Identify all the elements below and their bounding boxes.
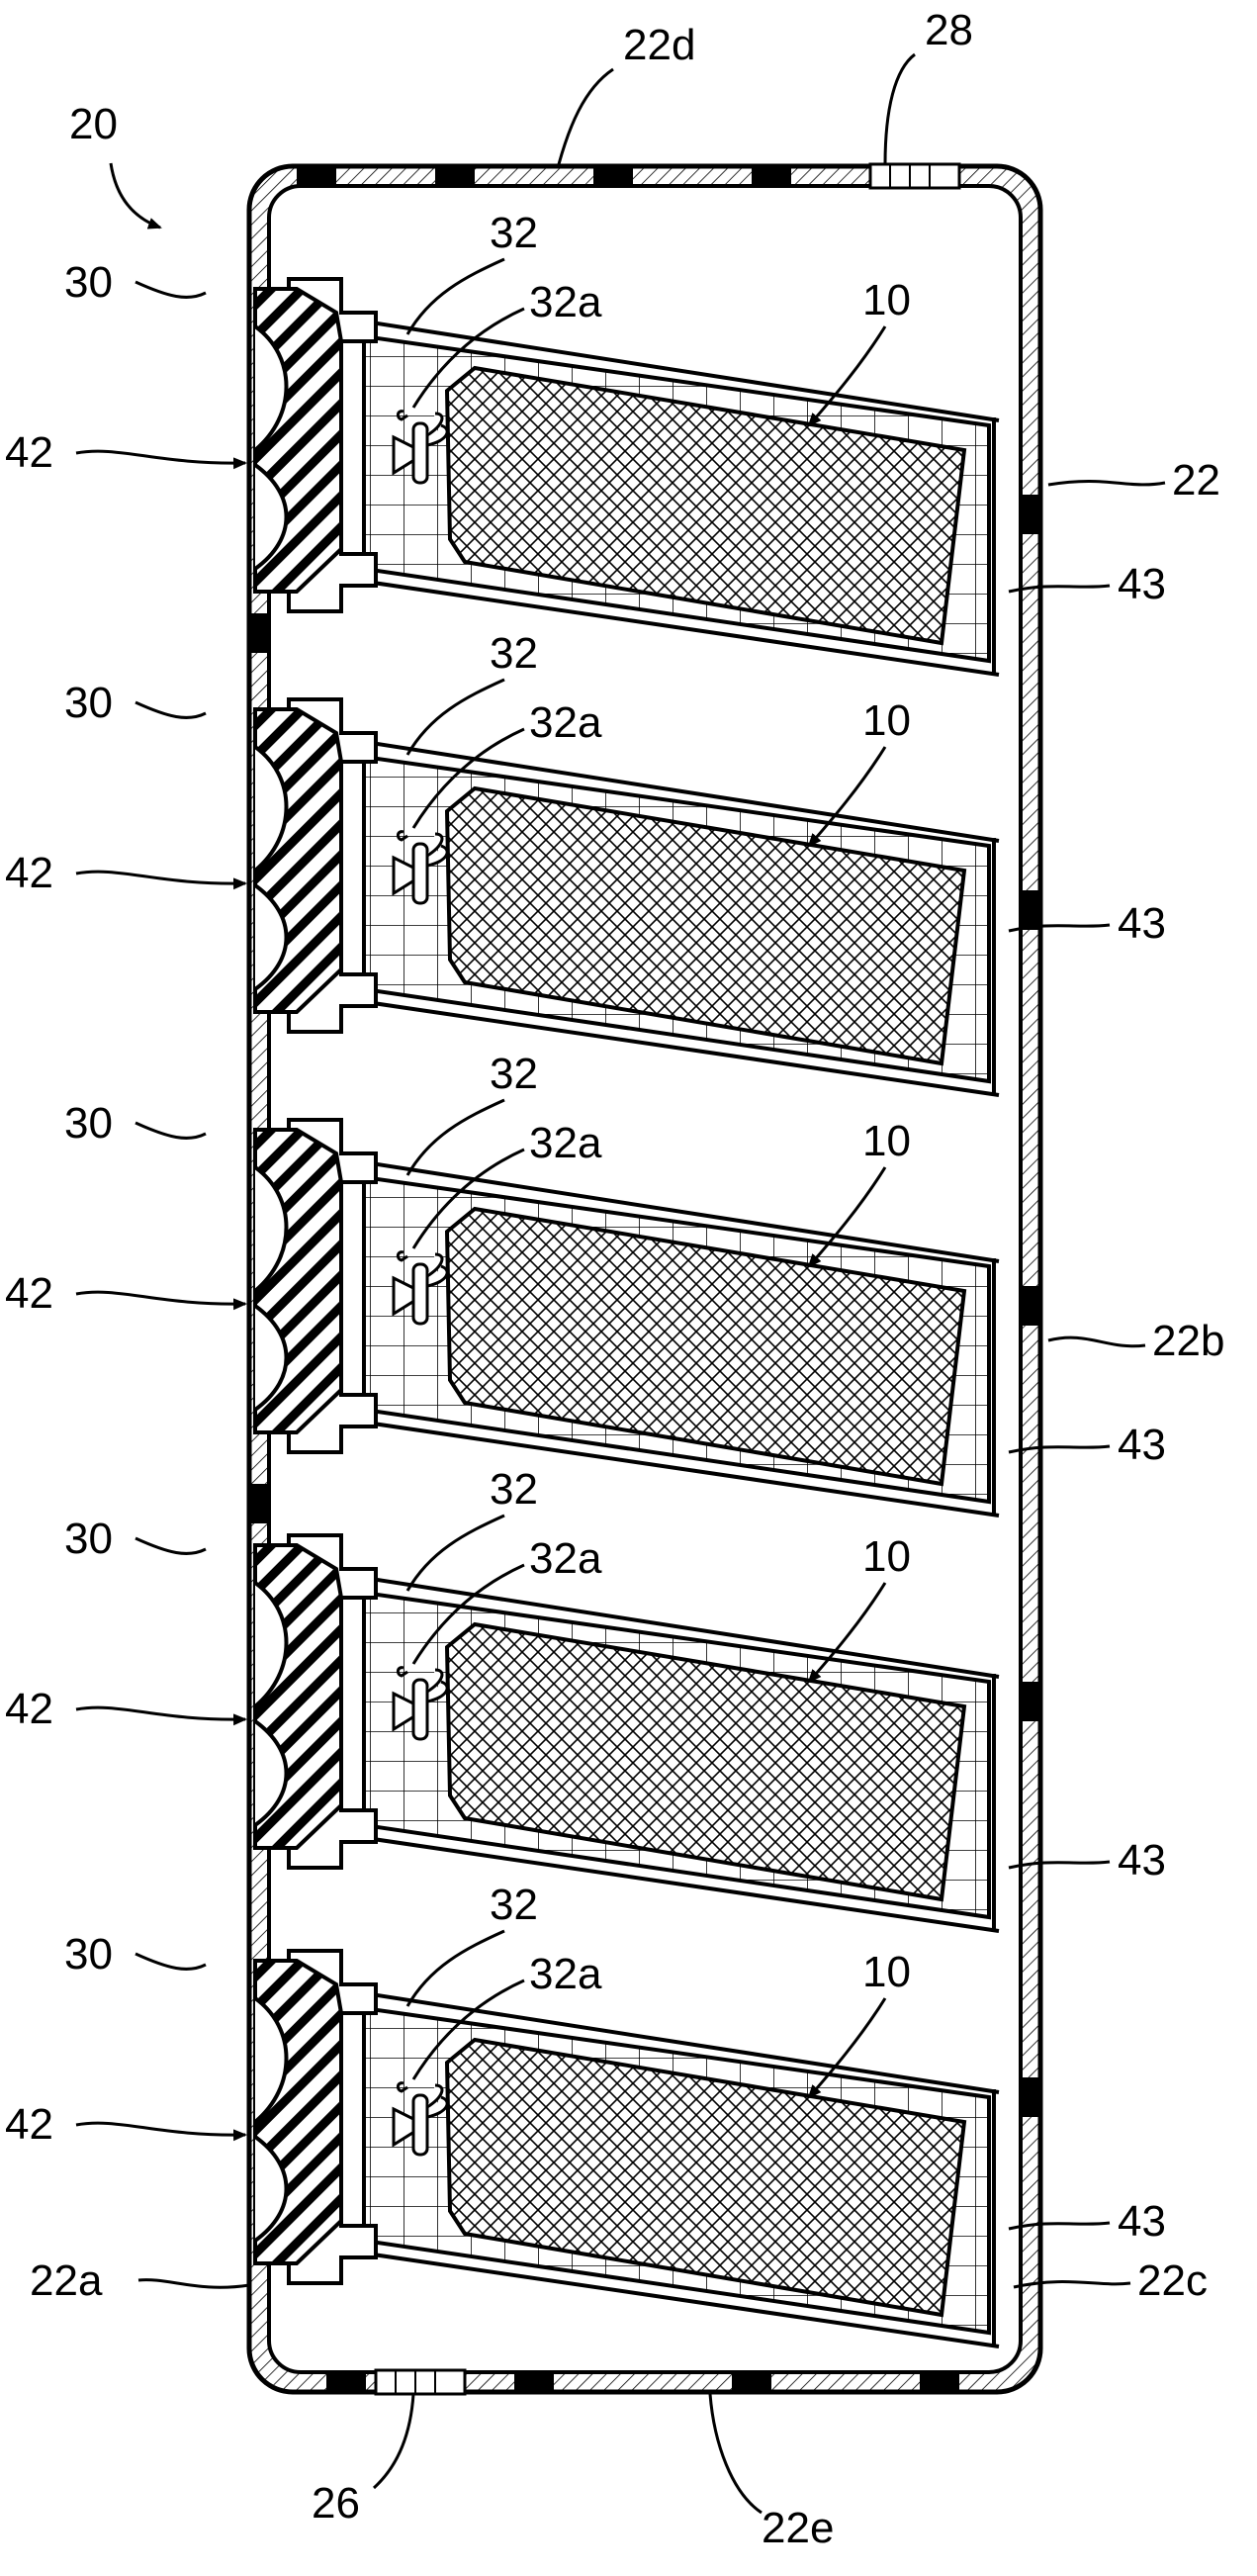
- leader-42: [75, 2121, 247, 2142]
- label-10: 10: [862, 1948, 911, 1996]
- label-32: 32: [490, 1881, 538, 1929]
- leader-32a: [411, 727, 525, 829]
- leader-30: [135, 700, 207, 719]
- leader-22e: [708, 2393, 763, 2515]
- leader-22c: [1013, 2280, 1131, 2289]
- label-42: 42: [5, 2100, 53, 2149]
- label-43: 43: [1118, 560, 1166, 608]
- leader-32a: [411, 1978, 525, 2080]
- label-43: 43: [1118, 899, 1166, 948]
- bottom-port-26: [374, 2368, 467, 2396]
- label-22e: 22e: [762, 2504, 834, 2552]
- leader-43: [1008, 2221, 1111, 2231]
- label-10: 10: [862, 1532, 911, 1581]
- drawer-labels-1: 30 42 32 32a 10 43: [5, 209, 1166, 608]
- leader-32: [405, 678, 505, 756]
- leader-20: [109, 162, 162, 230]
- handle-42: [253, 287, 343, 594]
- label-22b: 22b: [1152, 1317, 1224, 1365]
- label-22d: 22d: [623, 21, 695, 69]
- label-10: 10: [862, 276, 911, 324]
- leader-10: [807, 1582, 887, 1684]
- leader-10: [807, 1166, 887, 1268]
- label-22c: 22c: [1137, 2256, 1208, 2305]
- label-42: 42: [5, 1269, 53, 1318]
- fluid-bag-10: [444, 365, 967, 646]
- label-32a: 32a: [529, 1119, 602, 1167]
- label-32a: 32a: [529, 1534, 602, 1583]
- label-28: 28: [925, 6, 973, 54]
- drawer-labels-4: 30 42 32 32a 10 43: [5, 1465, 1166, 1885]
- label-32: 32: [490, 209, 538, 257]
- label-43: 43: [1118, 1836, 1166, 1885]
- label-30: 30: [64, 1515, 113, 1563]
- label-22a: 22a: [30, 2256, 103, 2305]
- label-43: 43: [1118, 1421, 1166, 1469]
- label-32a: 32a: [529, 1950, 602, 1998]
- drawer-labels-2: 30 42 32 32a 10 43: [5, 629, 1166, 948]
- leader-22a: [137, 2278, 250, 2289]
- leader-42: [75, 449, 247, 470]
- reference-labels: 20 22d 28 22 22b 22a 22c 26 22e 30 42 32…: [5, 6, 1224, 2552]
- label-20: 20: [69, 100, 118, 148]
- leader-22b: [1047, 1335, 1146, 1348]
- label-32: 32: [490, 629, 538, 678]
- label-42: 42: [5, 1685, 53, 1733]
- label-43: 43: [1118, 2197, 1166, 2246]
- label-32: 32: [490, 1465, 538, 1514]
- leader-43: [1008, 1860, 1111, 1870]
- housing-wall-dashes: [249, 166, 1040, 2392]
- leader-32: [405, 1514, 505, 1592]
- label-26: 26: [312, 2479, 360, 2528]
- leader-42: [75, 1290, 247, 1311]
- leader-32a: [411, 307, 525, 409]
- top-port-28: [868, 162, 961, 190]
- label-32a: 32a: [529, 278, 602, 326]
- leader-30: [135, 1536, 207, 1555]
- leader-30: [135, 280, 207, 299]
- drawer-labels-5: 30 42 32 32a 10 43: [5, 1881, 1166, 2246]
- label-30: 30: [64, 1099, 113, 1148]
- leader-32: [405, 257, 505, 335]
- leader-30: [135, 1952, 207, 1971]
- leader-32a: [411, 1148, 525, 1249]
- drawer-labels-3: 30 42 32 32a 10 43: [5, 1050, 1166, 1469]
- leader-22: [1047, 479, 1166, 487]
- leader-28: [883, 52, 916, 165]
- label-32: 32: [490, 1050, 538, 1098]
- leader-10: [807, 1997, 887, 2099]
- leader-42: [75, 1705, 247, 1726]
- label-30: 30: [64, 1930, 113, 1978]
- label-22: 22: [1172, 456, 1220, 505]
- drawer-unit: [253, 277, 1000, 677]
- label-10: 10: [862, 1117, 911, 1165]
- label-10: 10: [862, 696, 911, 745]
- label-30: 30: [64, 679, 113, 727]
- leader-26: [372, 2393, 415, 2490]
- leader-10: [807, 325, 887, 427]
- leader-10: [807, 746, 887, 848]
- leader-43: [1008, 584, 1111, 594]
- label-42: 42: [5, 849, 53, 897]
- leader-32a: [411, 1563, 525, 1665]
- leader-43: [1008, 1444, 1111, 1454]
- leader-32: [405, 1098, 505, 1176]
- label-32a: 32a: [529, 698, 602, 747]
- label-30: 30: [64, 258, 113, 307]
- leader-43: [1008, 923, 1111, 933]
- basket-hook-32a: [396, 410, 408, 421]
- leader-30: [135, 1121, 207, 1140]
- bag-port-fitting: [392, 412, 449, 485]
- leader-32: [405, 1929, 505, 2007]
- leader-42: [75, 870, 247, 890]
- drawer-rails: [345, 317, 1000, 677]
- leader-22d: [557, 67, 614, 165]
- label-42: 42: [5, 428, 53, 477]
